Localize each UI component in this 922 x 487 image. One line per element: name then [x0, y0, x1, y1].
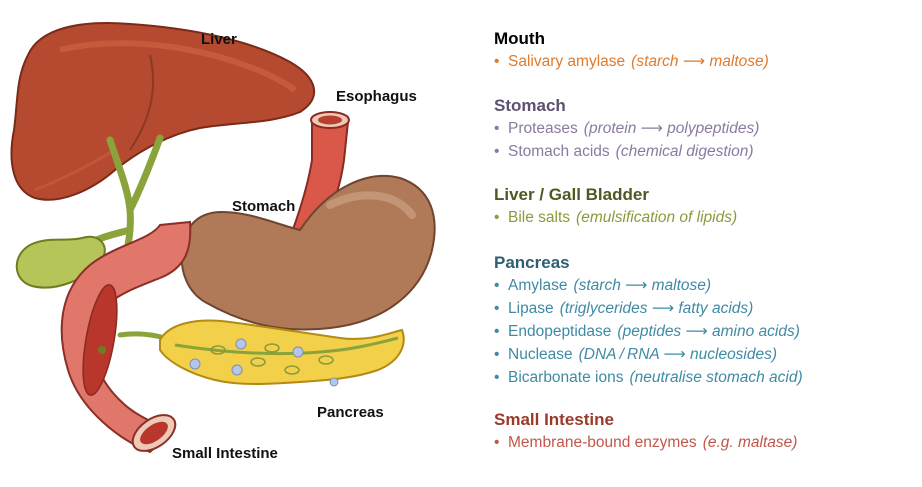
section-title: Stomach — [494, 96, 566, 115]
section-small-intestine: Small Intestine • Membrane-bound enzymes (e… — [494, 409, 914, 454]
enzyme-function: (e.g. maltase) — [702, 434, 798, 451]
enzyme-name: Bile salts — [508, 209, 571, 226]
bullet-icon: • — [494, 346, 500, 363]
section-mouth: Mouth • Salivary amylase (starch ⟶ maltose) — [494, 28, 914, 73]
enzyme-item: • Endopeptidase (peptides ⟶ amino acids) — [494, 320, 914, 343]
bullet-icon: • — [494, 323, 500, 340]
bullet-icon: • — [494, 369, 500, 386]
section-liver-gall-bladder: Liver / Gall Bladder • Bile salts (emulsifi… — [494, 184, 914, 229]
enzyme-name: Salivary amylase — [508, 53, 626, 70]
section-title: Liver / Gall Bladder — [494, 185, 649, 204]
enzyme-item: • Membrane-bound enzymes (e.g. maltase) — [494, 431, 914, 454]
section-title: Pancreas — [494, 253, 570, 272]
esophagus-label: Esophagus — [336, 88, 417, 105]
liver-label: Liver — [201, 31, 237, 48]
enzyme-name: Amylase — [508, 277, 568, 294]
enzyme-function: (starch ⟶ maltose) — [631, 53, 769, 70]
enzyme-item: • Nuclease (DNA / RNA ⟶ nucleosides) — [494, 343, 914, 366]
enzyme-name: Membrane-bound enzymes — [508, 434, 697, 451]
enzyme-name: Bicarbonate ions — [508, 369, 624, 386]
liver-shape — [10, 22, 316, 201]
bullet-icon: • — [494, 209, 500, 226]
bullet-icon: • — [494, 143, 500, 160]
enzyme-item: • Salivary amylase (starch ⟶ maltose) — [494, 50, 914, 73]
enzyme-function: (neutralise stomach acid) — [629, 369, 803, 386]
enzyme-name: Nuclease — [508, 346, 573, 363]
small-intestine-label: Small Intestine — [172, 445, 278, 462]
enzyme-list-panel: Mouth • Salivary amylase (starch ⟶ maltose)… — [494, 28, 914, 454]
enzyme-item: • Bile salts (emulsification of lipids) — [494, 206, 914, 229]
enzyme-function: (chemical digestion) — [615, 143, 754, 160]
enzyme-name: Endopeptidase — [508, 323, 612, 340]
pancreas-shape — [159, 319, 405, 387]
enzyme-item: • Lipase (triglycerides ⟶ fatty acids) — [494, 297, 914, 320]
pancreas-label: Pancreas — [317, 404, 384, 421]
enzyme-function: (peptides ⟶ amino acids) — [617, 323, 800, 340]
enzyme-name: Stomach acids — [508, 143, 610, 160]
section-title: Small Intestine — [494, 410, 614, 429]
enzyme-item: • Proteases (protein ⟶ polypeptides) — [494, 117, 914, 140]
enzyme-name: Lipase — [508, 300, 554, 317]
bullet-icon: • — [494, 434, 500, 451]
bullet-icon: • — [494, 120, 500, 137]
small-intestine-shape — [60, 220, 192, 454]
section-stomach: Stomach • Proteases (protein ⟶ polypeptides… — [494, 95, 914, 163]
section-title: Mouth — [494, 29, 545, 48]
enzyme-function: (starch ⟶ maltose) — [573, 277, 712, 294]
esophagus-shape — [290, 111, 350, 237]
enzyme-function: (triglycerides ⟶ fatty acids) — [559, 300, 754, 317]
stomach-shape — [180, 174, 436, 331]
section-pancreas: Pancreas • Amylase (starch ⟶ maltose) • Lipas… — [494, 252, 914, 389]
enzyme-function: (protein ⟶ polypeptides) — [583, 120, 760, 137]
bullet-icon: • — [494, 53, 500, 70]
enzyme-item: • Amylase (starch ⟶ maltose) — [494, 274, 914, 297]
enzyme-function: (DNA / RNA ⟶ nucleosides) — [578, 346, 778, 363]
enzyme-item: • Stomach acids (chemical digestion) — [494, 140, 914, 163]
enzyme-function: (emulsification of lipids) — [576, 209, 738, 226]
digestive-organs-illustration — [10, 22, 436, 454]
enzyme-name: Proteases — [508, 120, 578, 137]
bullet-icon: • — [494, 300, 500, 317]
enzyme-item: • Bicarbonate ions (neutralise stomach aci… — [494, 366, 914, 389]
bullet-icon: • — [494, 277, 500, 294]
stomach-label: Stomach — [232, 198, 296, 215]
